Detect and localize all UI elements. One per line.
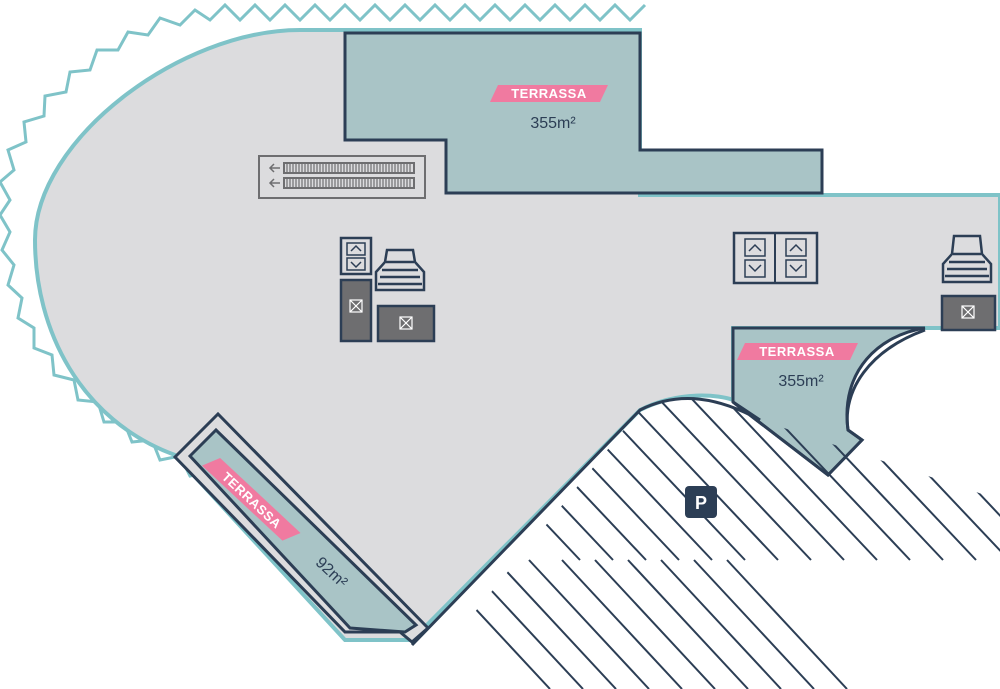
parking-stripe	[904, 397, 1000, 561]
parking-stripe	[627, 559, 749, 689]
terrace-label-top: TERRASSA 355m²	[490, 85, 608, 132]
parking-stripe	[838, 397, 1000, 561]
elevator-up-down-icon	[732, 231, 819, 285]
svg-text:TERRASSA: TERRASSA	[759, 344, 835, 359]
parking-stripe	[693, 559, 815, 689]
parking-stripe	[495, 559, 617, 689]
restroom-icon	[376, 304, 436, 343]
parking-stripe	[640, 397, 812, 561]
terrace-area-top: 355m²	[530, 115, 576, 132]
parking-stripe	[660, 559, 782, 689]
parking-stripe	[528, 559, 650, 689]
parking-stripe	[462, 559, 584, 689]
stairs-icon	[374, 248, 426, 292]
restroom-icon	[339, 278, 373, 343]
svg-text:P: P	[695, 493, 707, 513]
parking-stripe	[706, 397, 878, 561]
svg-text:TERRASSA: TERRASSA	[511, 86, 587, 101]
elevator-up-down-icon	[339, 236, 373, 276]
terrace-top	[343, 31, 824, 195]
parking-stripe	[561, 559, 683, 689]
stairs-icon	[941, 234, 993, 284]
escalator-icon	[258, 155, 426, 199]
parking-stripe	[726, 559, 848, 689]
terrace-area-right: 355m²	[778, 373, 824, 390]
terrace-bottom-left	[187, 427, 419, 634]
terrace-label-right: TERRASSA 355m²	[737, 343, 858, 390]
parking-sign: P	[685, 486, 717, 518]
parking-stripe	[673, 397, 845, 561]
restroom-icon	[940, 294, 997, 332]
parking-stripe	[594, 559, 716, 689]
